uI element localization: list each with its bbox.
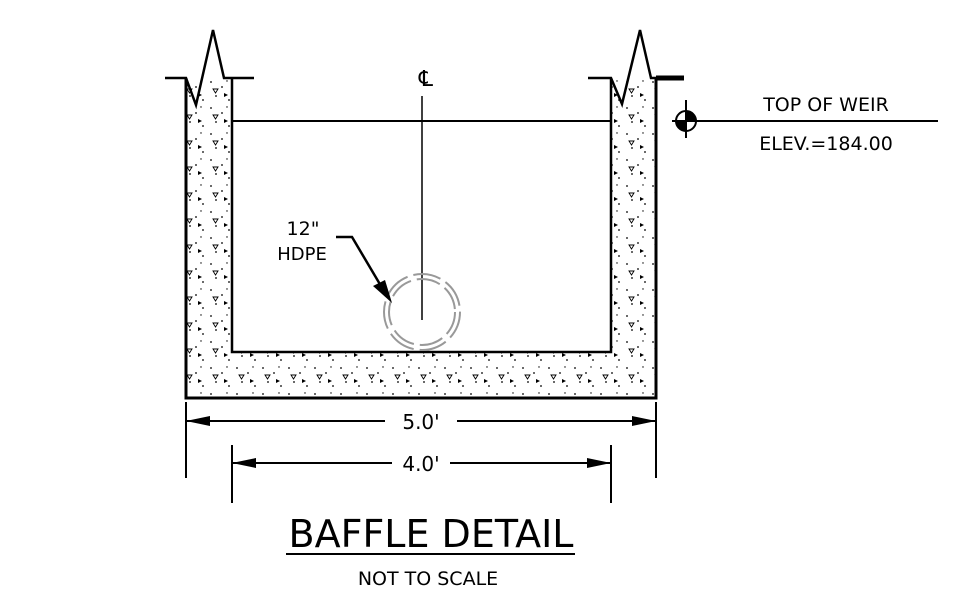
- drawing-subtitle: NOT TO SCALE: [358, 568, 498, 590]
- break-line-left: [165, 29, 254, 110]
- concrete-wall-fill: [186, 78, 656, 398]
- weir-elevation-label: ELEV.=184.00: [759, 133, 893, 155]
- drawing-title: BAFFLE DETAIL: [289, 512, 574, 556]
- top-of-weir-label: TOP OF WEIR: [762, 94, 889, 116]
- outer-width-label: 5.0': [402, 410, 439, 434]
- pipe-leader-arrow: [373, 280, 392, 303]
- hdpe-pipe-circle: [383, 273, 461, 351]
- dim-arrow-outer-left: [186, 416, 210, 426]
- break-line-right: [588, 29, 656, 108]
- dim-arrow-outer-right: [632, 416, 656, 426]
- pipe-material-label: HDPE: [277, 244, 327, 265]
- inner-width-label: 4.0': [402, 452, 439, 476]
- dim-arrow-inner-right: [587, 458, 611, 468]
- pipe-leader-line: [336, 235, 383, 287]
- elevation-marker: [675, 100, 697, 138]
- centerline-symbol: ℄: [418, 67, 434, 92]
- pipe-size-label: 12": [287, 218, 320, 240]
- dim-arrow-inner-left: [232, 458, 256, 468]
- outer-wall-outline: [184, 78, 658, 400]
- inner-wall-outline: [230, 78, 613, 354]
